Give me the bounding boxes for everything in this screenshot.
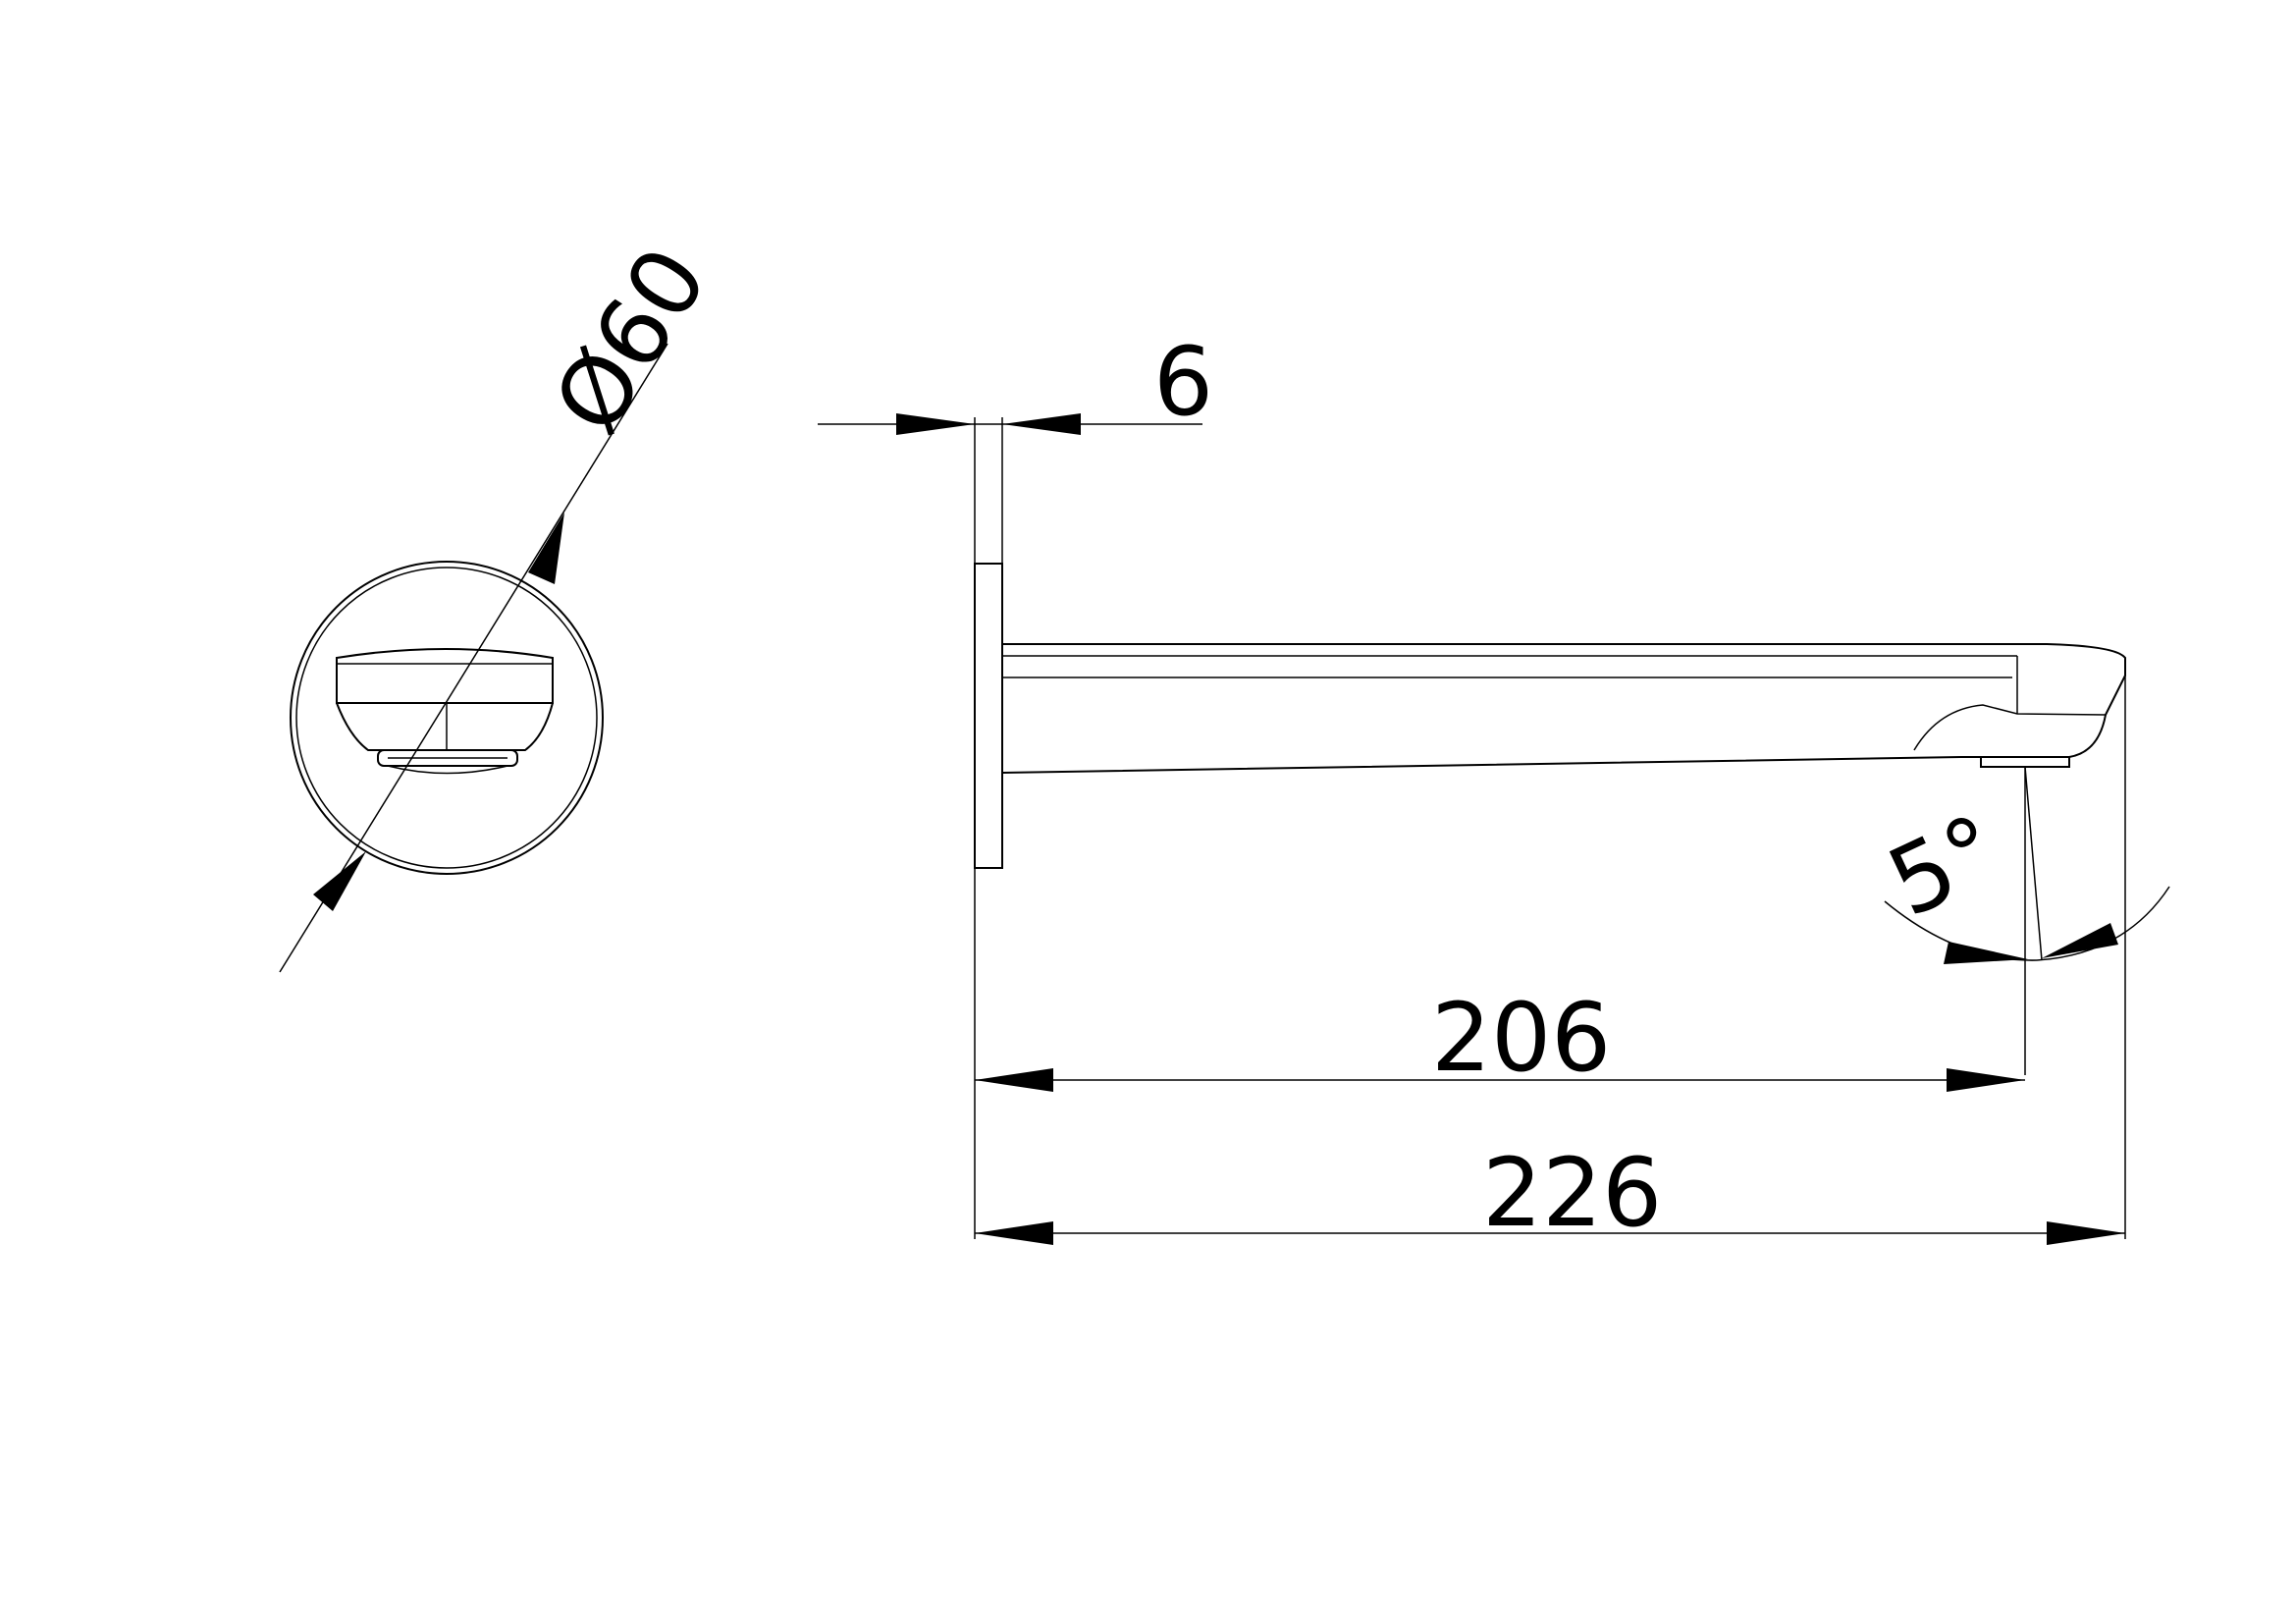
angle-arrow-left — [1944, 942, 2028, 964]
diameter-dimension-line — [279, 343, 668, 973]
thickness-arrow-left — [896, 413, 975, 435]
spout-body — [1001, 643, 2126, 775]
outlet-length-arrow-right — [1947, 1068, 2025, 1092]
wall-plate — [974, 417, 1003, 869]
overall-length-label: 226 — [1482, 1138, 1662, 1248]
diameter-arrow-bottom — [313, 851, 366, 911]
angle-inclined-line — [2024, 766, 2043, 961]
angle-arc — [1884, 886, 2170, 961]
angle-arrow-right — [2042, 923, 2118, 958]
angle-label: 5° — [1872, 793, 2015, 939]
side-view: 6 5° 206 226 — [818, 327, 2170, 1248]
outlet-length-dimension: 206 — [975, 983, 2025, 1093]
overall-length-dimension: 226 — [975, 1138, 2125, 1248]
front-view: Ø60 — [279, 229, 729, 973]
diameter-arrow-top — [528, 513, 564, 584]
outlet-length-arrow-left — [975, 1068, 1053, 1092]
overall-length-arrow-right — [2047, 1221, 2125, 1245]
outlet-length-label: 206 — [1431, 983, 1611, 1093]
spout-outlet-face — [336, 648, 554, 775]
thickness-dimension: 6 — [818, 327, 1213, 437]
diameter-label: Ø60 — [533, 229, 729, 452]
flange-inner-circle — [295, 567, 598, 869]
thickness-label: 6 — [1153, 327, 1213, 437]
flange-outer-circle — [290, 561, 604, 875]
thickness-arrow-right — [1002, 413, 1081, 435]
overall-length-arrow-left — [975, 1221, 1053, 1245]
